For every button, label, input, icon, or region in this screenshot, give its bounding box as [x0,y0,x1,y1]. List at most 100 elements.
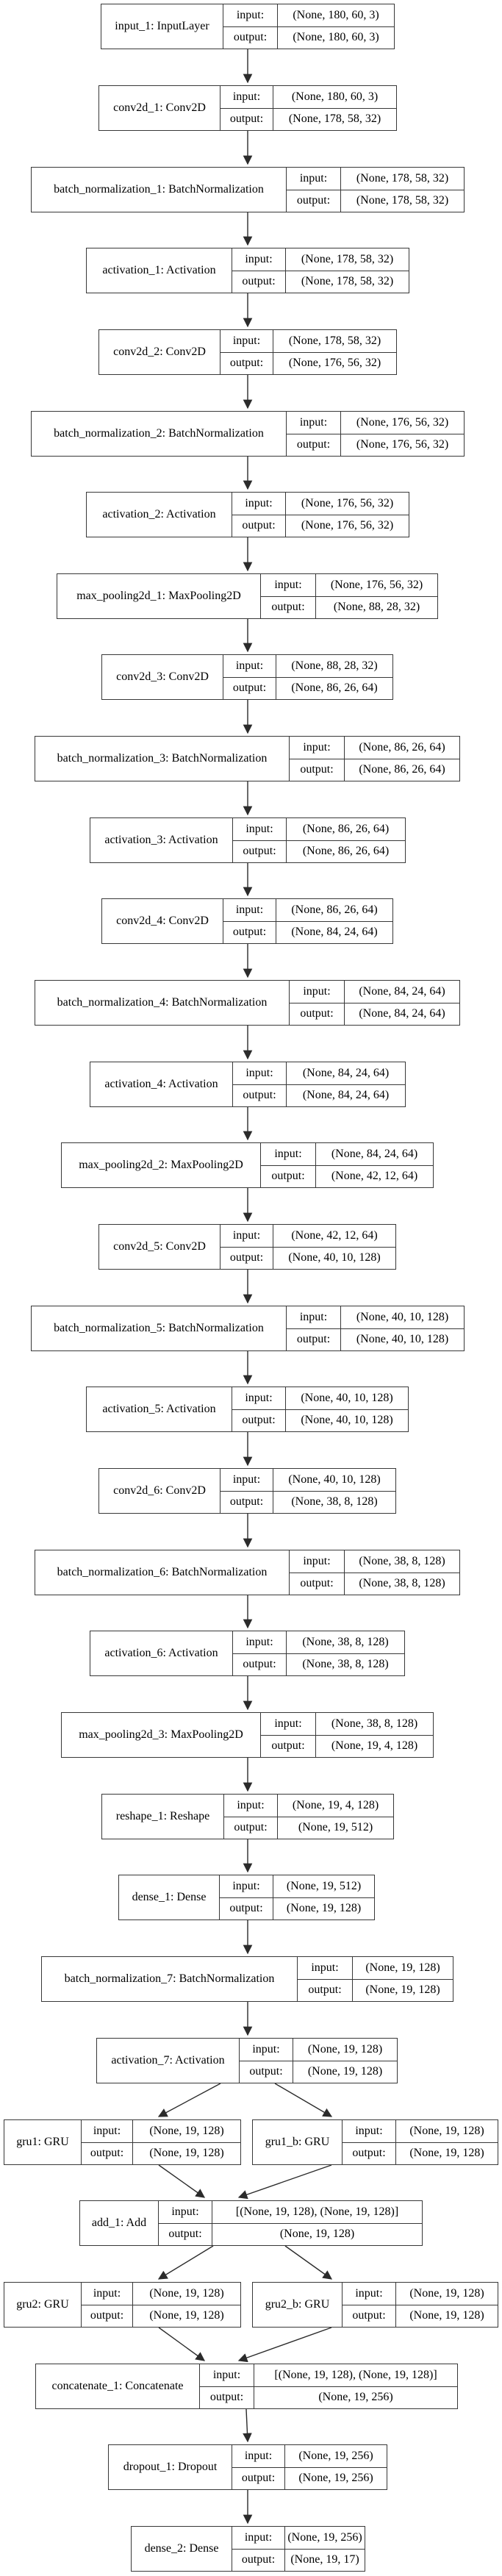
layer-node-batch_normalization_7: batch_normalization_7: BatchNormalizatio… [41,1956,453,2002]
input-row: input:(None, 19, 128) [82,2120,240,2142]
io-shape-table: input: (None, 40, 10, 128)output: (None, 4… [232,1387,408,1431]
input-shape: (None, 19, 128) [149,2286,224,2300]
input-row: input:(None, 38, 8, 128) [290,1550,459,1573]
io-shape-table: input:(None, 86, 26, 64)output:(None, 86… [290,737,459,781]
input-row: input: (None, 178, 58, 32) [287,168,464,190]
layer-name: concatenate_1: Concatenate [36,2364,200,2408]
output-shape: (None, 19, 128) [149,2309,224,2322]
input-shape: (None, 19, 128) [409,2286,484,2300]
output-row: output:(None, 178, 58, 32) [232,270,409,293]
layer-name: conv2d_2: Conv2D [99,330,220,374]
output-row: output: (None, 19, 128) [159,2222,422,2245]
input-label: input: [343,2283,396,2305]
input-label: input: [232,248,286,271]
input-shape: (None, 40, 10, 128) [301,1391,393,1404]
output-row: output: (None, 88, 28, 32) [261,595,437,618]
io-shape-table: input:(None, 19, 128)output:(None, 19, 1… [82,2120,240,2164]
output-row: output:(None, 178, 58, 32) [220,107,396,130]
output-row: output:(None, 19, 128) [220,1897,374,1920]
layer-node-batch_normalization_3: batch_normalization_3: BatchNormalizatio… [35,736,460,781]
input-row: input:(None, 176, 56, 32) [287,412,464,434]
input-row: input:(None, 19, 256) [232,2527,365,2549]
input-label: input: [233,818,287,840]
output-shape: (None, 42, 12, 64) [331,1170,418,1183]
output-shape: (None, 178, 58, 32) [301,275,394,288]
output-label: output: [232,1409,286,1431]
output-shape: (None, 19, 128) [409,2147,484,2160]
output-row: output:(None, 178, 58, 32) [287,189,464,212]
output-label: output: [343,2142,396,2164]
output-label: output: [233,840,287,862]
output-row: output:(None, 86, 26, 64) [223,676,392,699]
input-row: input:(None, 84, 24, 64) [261,1143,433,1165]
layer-name: conv2d_6: Conv2D [99,1469,220,1513]
output-label: output: [261,596,316,618]
output-shape: (None, 86, 26, 64) [302,845,390,858]
input-row: input:[(None, 19, 128), (None, 19, 128)] [159,2201,422,2223]
input-label: input: [287,168,341,190]
input-label: input: [232,1387,286,1409]
output-shape: (None, 38, 8, 128) [359,1577,445,1590]
output-label: output: [159,2223,212,2245]
output-shape: (None, 19, 128) [307,2065,383,2078]
io-shape-table: input:(None, 19, 128)output:(None, 19, 1… [240,2039,397,2083]
output-label: output: [223,677,276,699]
input-shape: [(None, 19, 128), (None, 19, 128)] [235,2205,399,2218]
input-label: input: [224,1795,278,1817]
output-shape: (None, 19, 128) [279,2228,355,2241]
layer-name: reshape_1: Reshape [102,1795,224,1839]
input-shape: (None, 84, 24, 64) [331,1147,418,1160]
layer-name: activation_2: Activation [87,493,232,537]
layer-name: conv2d_3: Conv2D [102,655,223,699]
output-shape: (None, 38, 8, 128) [302,1658,389,1671]
input-label: input: [240,2039,293,2061]
io-shape-table: input:(None, 84, 24, 64)output:(None, 84… [233,1062,405,1106]
io-shape-table: input:(None, 38, 8, 128)output:(None, 38… [290,1550,459,1595]
input-row: input:(None, 84, 24, 64) [233,1062,405,1084]
output-row: output:(None, 19, 4, 128) [261,1734,433,1757]
input-label: input: [261,1713,316,1735]
layer-name: gru2: GRU [4,2283,82,2327]
layer-name: add_1: Add [80,2201,159,2245]
input-shape: (None, 38, 8, 128) [359,1554,445,1567]
input-row: input: (None, 19, 128) [343,2283,498,2305]
io-shape-table: input:(None, 38, 8, 128)output:(None, 38… [233,1631,404,1675]
output-label: output: [240,2061,293,2083]
output-shape: (None, 40, 10, 128) [288,1251,381,1264]
input-label: input: [232,493,286,515]
input-shape: (None, 180, 60, 3) [293,8,379,21]
edge-arrow [237,2327,332,2363]
io-shape-table: input:(None, 42, 12, 64)output:(None, 40… [220,1225,395,1269]
input-shape: (None, 40, 10, 128) [356,1310,449,1323]
input-shape: (None, 176, 56, 32) [356,415,449,429]
output-label: output: [220,352,273,374]
input-shape: (None, 178, 58, 32) [356,171,449,185]
output-row: output:(None, 40, 10, 128) [220,1246,395,1269]
input-shape: (None, 19, 128) [365,1961,440,1974]
output-label: output: [290,759,345,781]
input-label: input: [233,1631,287,1653]
output-shape: (None, 88, 28, 32) [333,601,420,614]
input-row: input: (None, 40, 10, 128) [232,1387,408,1409]
input-label: input: [200,2364,254,2386]
input-shape: (None, 84, 24, 64) [359,984,445,998]
edge-arrow [284,2245,333,2280]
input-shape: (None, 42, 12, 64) [291,1228,378,1242]
input-label: input: [261,574,316,596]
input-row: input:(None, 38, 8, 128) [261,1713,433,1735]
io-shape-table: input:(None, 19, 512)output:(None, 19, 1… [220,1875,374,1920]
input-shape: (None, 19, 256) [298,2449,373,2462]
layer-name: activation_4: Activation [90,1062,233,1106]
io-shape-table: input:(None, 178, 58, 32)output:(None, 1… [220,330,396,374]
input-row: input:(None, 178, 58, 32) [232,248,409,271]
io-shape-table: input:(None, 40, 10, 128)output:(None, 4… [287,1306,464,1350]
output-shape: (None, 176, 56, 32) [288,357,381,370]
layer-name: input_1: InputLayer [101,4,223,49]
